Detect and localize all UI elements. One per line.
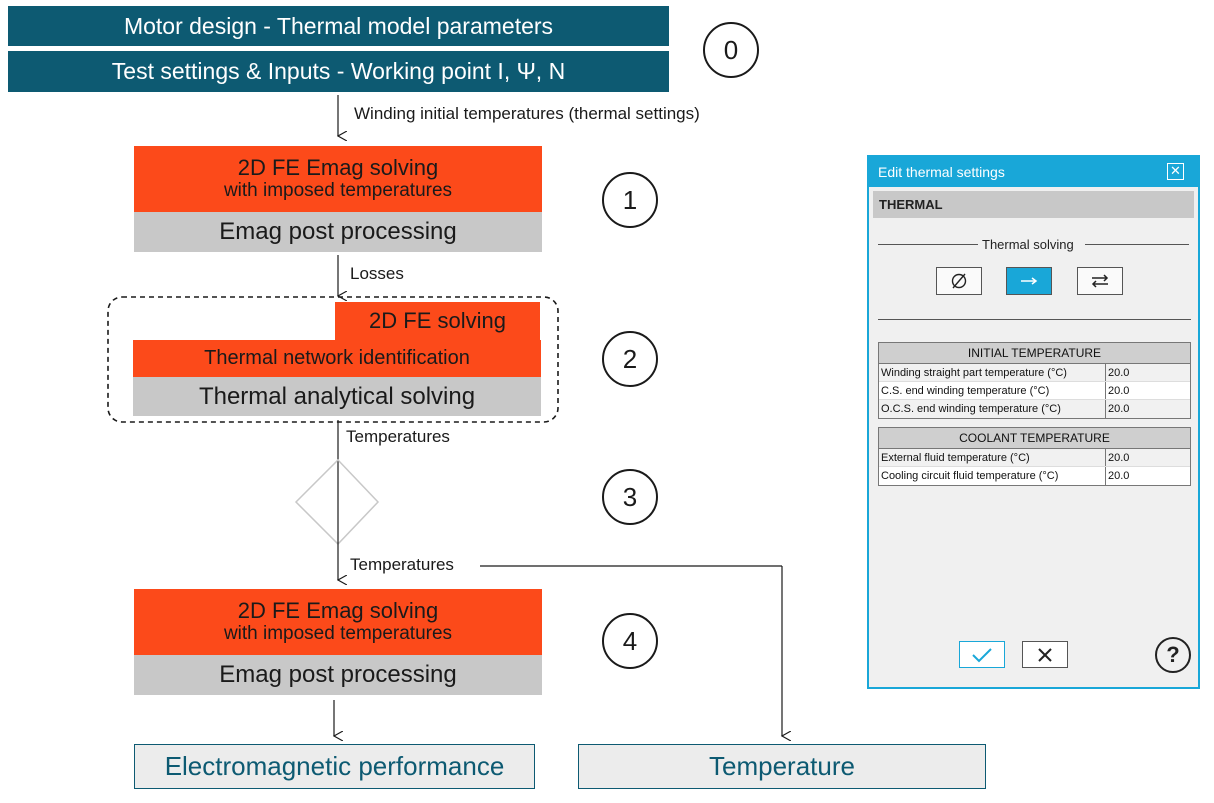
output-temp-text: Temperature: [709, 751, 855, 781]
temperatures-label-2: Temperatures: [350, 555, 454, 574]
ok-button[interactable]: [959, 641, 1005, 668]
swap-arrows-icon: [1091, 274, 1109, 288]
block4-post-processing: Emag post processing: [134, 655, 542, 695]
check-icon: [972, 647, 992, 662]
step-3-number: 3: [622, 481, 638, 512]
row-label: Winding straight part temperature (°C): [879, 364, 1106, 381]
separator-left: [878, 244, 978, 245]
test-settings-box: Test settings & Inputs - Working point I…: [8, 51, 669, 92]
dialog-title-bar: Edit thermal settings ✕: [869, 157, 1198, 187]
output-electromagnetic-performance: Electromagnetic performance: [134, 744, 535, 789]
block1-title: 2D FE Emag solving: [237, 155, 439, 180]
row-label: C.S. end winding temperature (°C): [879, 382, 1106, 399]
separator-solving: [878, 319, 1191, 320]
step-2-circle: 2: [602, 331, 658, 387]
step-4-number: 4: [622, 625, 638, 656]
output-emag-text: Electromagnetic performance: [164, 751, 505, 781]
step-0-number: 0: [723, 34, 739, 65]
close-icon[interactable]: ✕: [1167, 163, 1184, 180]
block4-title: 2D FE Emag solving: [237, 598, 439, 623]
edit-thermal-settings-dialog: Edit thermal settings ✕ THERMAL Thermal …: [867, 155, 1200, 689]
arrow-right-icon: [1021, 277, 1038, 285]
block2-network-identification: Thermal network identification: [133, 340, 541, 377]
solving-one-way-button[interactable]: [1006, 267, 1052, 295]
thermal-section-header: THERMAL: [873, 191, 1194, 218]
block2-network-text: Thermal network identification: [204, 347, 470, 369]
initial-temperature-table: INITIAL TEMPERATURE Winding straight par…: [878, 342, 1191, 419]
dialog-title: Edit thermal settings: [878, 164, 1005, 180]
table-row: Cooling circuit fluid temperature (°C) 2…: [879, 467, 1190, 485]
decision-diamond: [294, 458, 380, 546]
step-1-number: 1: [622, 184, 638, 215]
initial-temperature-rows: Winding straight part temperature (°C) 2…: [879, 364, 1190, 418]
row-value-input[interactable]: 20.0: [1108, 366, 1130, 379]
solving-none-button[interactable]: [936, 267, 982, 295]
solving-two-way-button[interactable]: [1077, 267, 1123, 295]
coolant-temperature-rows: External fluid temperature (°C) 20.0 Coo…: [879, 449, 1190, 485]
step-3-circle: 3: [602, 469, 658, 525]
row-label: O.C.S. end winding temperature (°C): [879, 400, 1106, 418]
block1-subtitle: with imposed temperatures: [223, 180, 453, 201]
thermal-solving-label: Thermal solving: [982, 237, 1074, 252]
block1-post-processing: Emag post processing: [134, 212, 542, 252]
cancel-button[interactable]: [1022, 641, 1068, 668]
losses-label: Losses: [350, 264, 404, 283]
table-row: C.S. end winding temperature (°C) 20.0: [879, 382, 1190, 400]
step-1-circle: 1: [602, 172, 658, 228]
block2-fe-text: 2D FE solving: [369, 308, 506, 333]
temperatures-label-1: Temperatures: [346, 427, 450, 446]
block2-analytical-text: Thermal analytical solving: [198, 382, 476, 410]
block4-post-text: Emag post processing: [219, 661, 457, 688]
initial-temperature-header: INITIAL TEMPERATURE: [879, 343, 1190, 364]
row-value-input[interactable]: 20.0: [1108, 470, 1130, 482]
empty-set-icon: [951, 273, 967, 289]
table-row: External fluid temperature (°C) 20.0: [879, 449, 1190, 467]
block2-fe-solving: 2D FE solving: [335, 302, 540, 340]
thermal-group-frame: [107, 296, 559, 423]
output-temperature: Temperature: [578, 744, 986, 789]
block4-emag-solving: 2D FE Emag solving with imposed temperat…: [134, 589, 542, 655]
step-4-circle: 4: [602, 613, 658, 669]
row-value-input[interactable]: 20.0: [1108, 384, 1130, 397]
block1-emag-solving: 2D FE Emag solving with imposed temperat…: [134, 146, 542, 212]
table-row: O.C.S. end winding temperature (°C) 20.0: [879, 400, 1190, 418]
separator-right: [1085, 244, 1189, 245]
coolant-temperature-header: COOLANT TEMPERATURE: [879, 428, 1190, 449]
step-2-number: 2: [622, 343, 638, 374]
block1-post-text: Emag post processing: [219, 218, 457, 245]
block2-analytical-solving: Thermal analytical solving: [133, 377, 541, 416]
row-value-input[interactable]: 20.0: [1108, 451, 1130, 464]
coolant-temperature-table: COOLANT TEMPERATURE External fluid tempe…: [878, 427, 1191, 486]
row-value-input[interactable]: 20.0: [1108, 403, 1130, 415]
motor-design-box: Motor design - Thermal model parameters: [8, 6, 669, 46]
step-0-circle: 0: [703, 22, 759, 78]
motor-design-text: Motor design - Thermal model parameters: [123, 12, 554, 39]
test-settings-text: Test settings & Inputs - Working point I…: [111, 58, 566, 84]
winding-initial-label: Winding initial temperatures (thermal se…: [354, 104, 700, 123]
row-label: External fluid temperature (°C): [879, 449, 1106, 466]
table-row: Winding straight part temperature (°C) 2…: [879, 364, 1190, 382]
x-icon: [1038, 647, 1052, 662]
help-glyph: ?: [1166, 642, 1180, 667]
block4-subtitle: with imposed temperatures: [223, 623, 453, 644]
help-icon[interactable]: ?: [1155, 637, 1191, 673]
thermal-section-label: THERMAL: [879, 197, 943, 212]
row-label: Cooling circuit fluid temperature (°C): [879, 467, 1106, 485]
